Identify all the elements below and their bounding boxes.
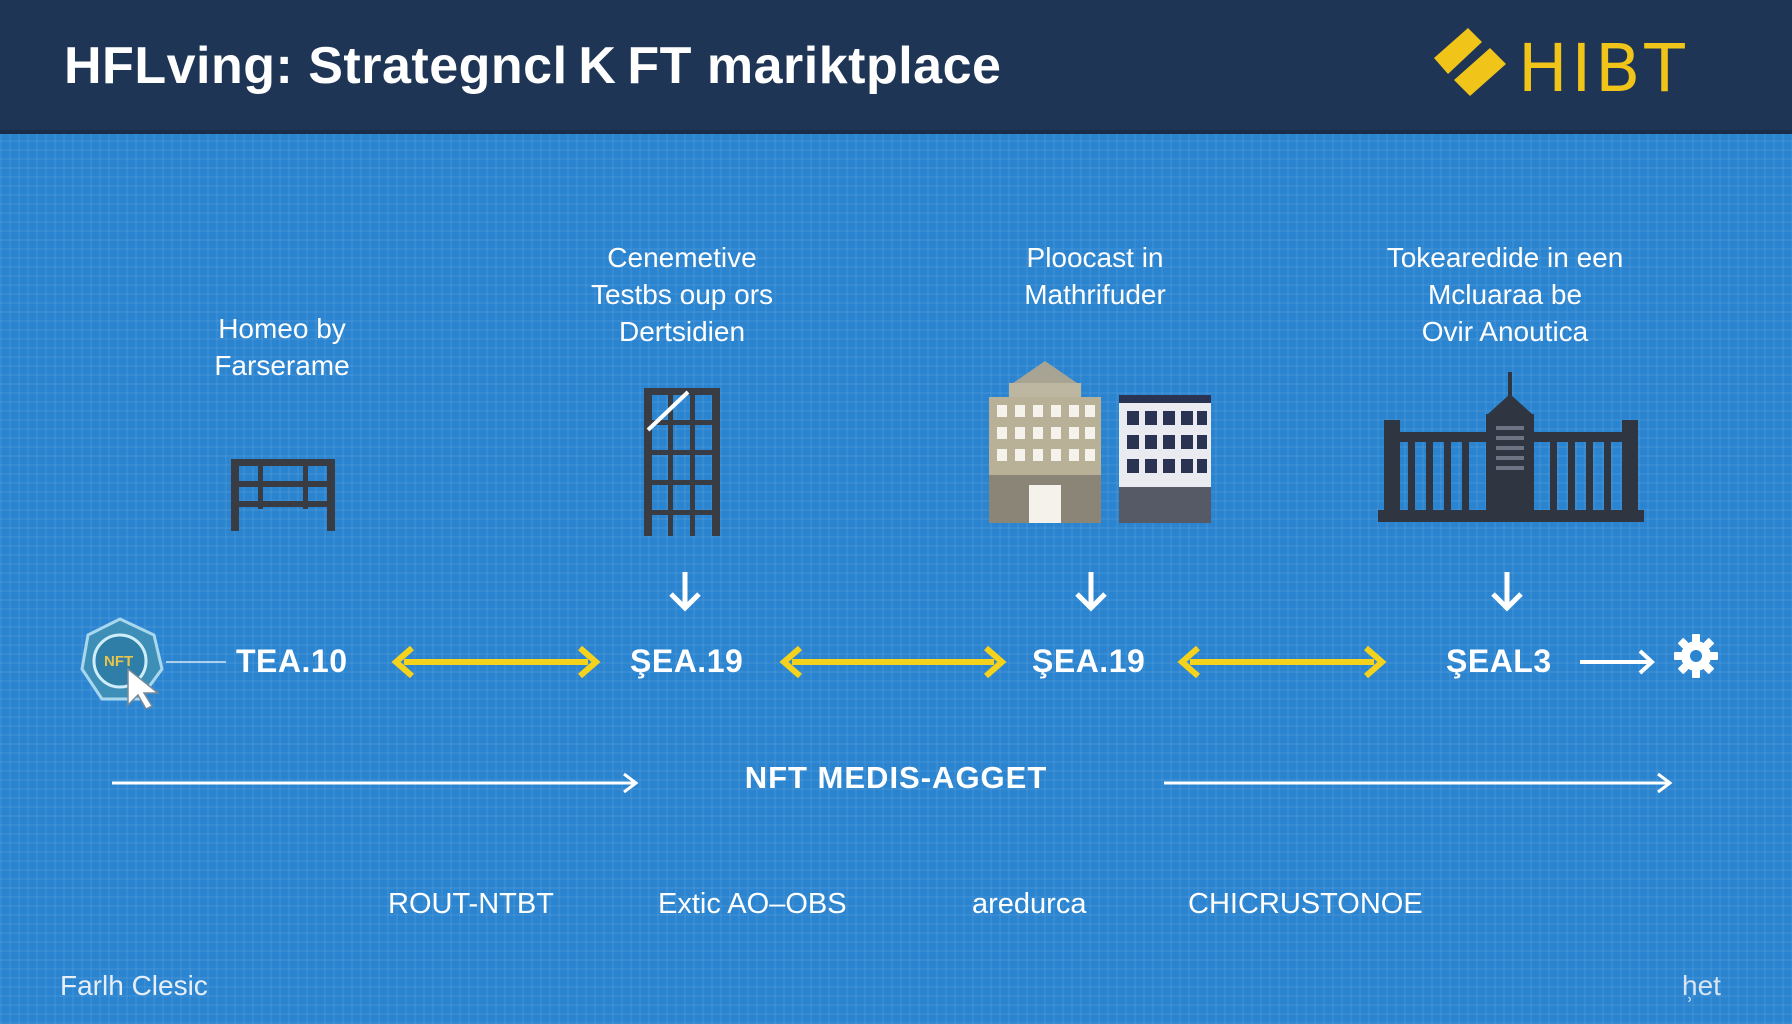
bottom-label-3: aredurca [972, 888, 1087, 920]
down-arrow-icon [1491, 572, 1523, 612]
grid-tower-icon [644, 388, 720, 536]
footer-right-text: h̹et [1682, 970, 1721, 1001]
left-line-arrow-icon [112, 772, 639, 794]
node-label-4: Tokearedide in een Mcluaraa be Ovir Anou… [1386, 242, 1624, 347]
gate-icon [231, 459, 335, 531]
logo-text: HIBT [1518, 30, 1689, 107]
right-arrow-icon [1580, 649, 1655, 675]
timeline-step-2: ŞEA.19 [630, 643, 744, 679]
timeline-step-1: TEA.10 [236, 643, 348, 679]
bottom-label-1: ROUT-NTBT [388, 888, 554, 920]
office-buildings-icon [989, 361, 1211, 523]
diagram-caption: NFT MEDIS-AGGET [744, 760, 1048, 795]
bottom-label-2: Extic AO–OBS [658, 888, 847, 920]
nft-badge[interactable]: NFT [78, 617, 170, 709]
nft-badge-text: NFT [104, 653, 134, 670]
footer-left-text: Farlh Clesic [60, 970, 208, 1001]
double-arrow-icon [1177, 645, 1387, 679]
node-label-3: Ploocast in Mathrifuder [1024, 242, 1166, 310]
bottom-label-4: CHICRUSTONOE [1188, 888, 1423, 920]
node-label-2: Cenemetive Testbs oup ors Dertsidien [590, 242, 774, 347]
connector-line [166, 661, 226, 663]
double-arrow-icon [391, 645, 601, 679]
government-building-icon [1378, 372, 1644, 522]
gear-icon[interactable] [1672, 632, 1720, 680]
timeline-step-3: ŞEA.19 [1032, 643, 1146, 679]
node-label-1: Homeo by Farserame [214, 313, 350, 381]
page-title: HFLving: Strategncl K FT mariktplace [64, 37, 1002, 95]
double-arrow-icon [779, 645, 1007, 679]
down-arrow-icon [669, 572, 701, 612]
right-line-arrow-icon [1164, 772, 1673, 794]
timeline-step-4: ŞEAL3 [1446, 643, 1552, 679]
header-bar: HFLving: Strategncl K FT mariktplace HIB… [0, 0, 1792, 134]
hibt-logo[interactable]: HIBT [1420, 24, 1760, 107]
nft-badge-icon [80, 617, 164, 709]
down-arrow-icon [1075, 572, 1107, 612]
diamond-logo-icon [1434, 28, 1506, 96]
